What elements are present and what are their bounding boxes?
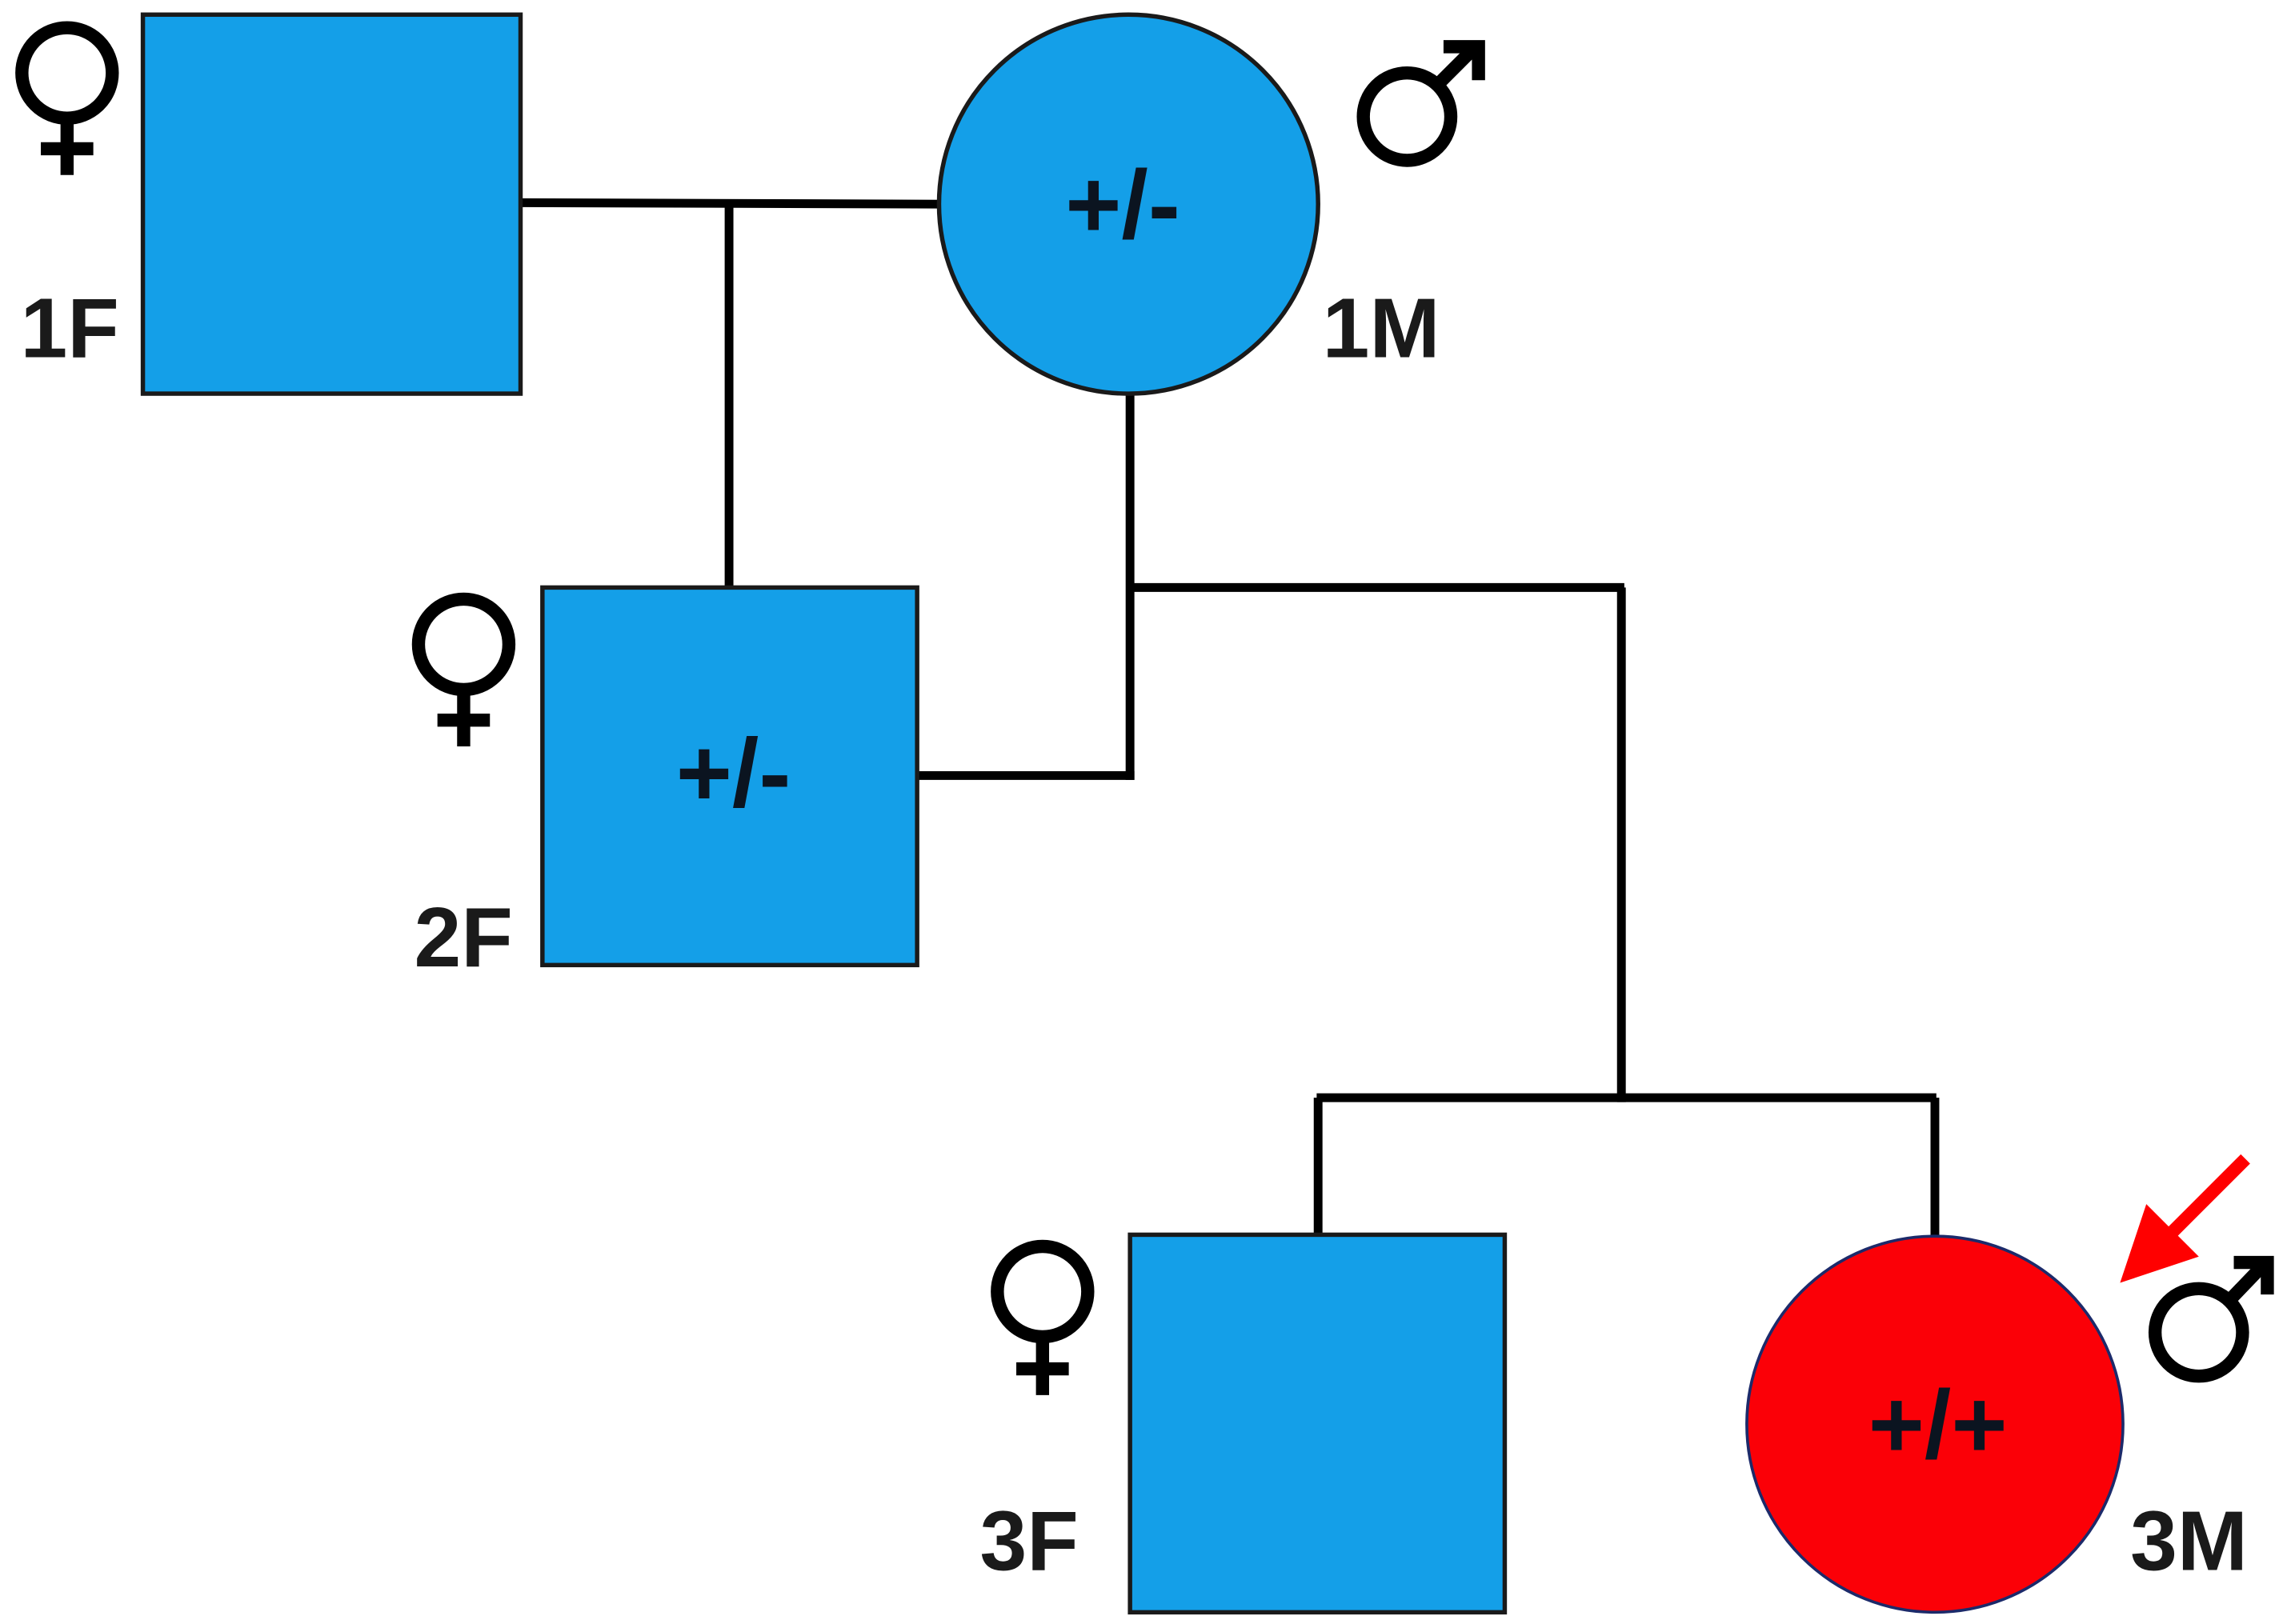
individual-3m: +/+ 3M [1745, 1154, 2274, 1614]
female-icon [411, 592, 516, 747]
square-3f [1127, 1232, 1508, 1615]
label-1f: 1F [21, 281, 119, 375]
individual-2f: +/- 2F [411, 585, 919, 985]
square-2f [540, 585, 919, 968]
female-icon [15, 21, 119, 175]
genotype-1m: +/- [1065, 151, 1180, 258]
male-icon [1356, 40, 1485, 167]
individual-1m: +/- 1M [936, 12, 1485, 396]
proband-arrow-icon [2120, 1154, 2250, 1283]
circle-1m [936, 12, 1320, 396]
male-icon [2148, 1255, 2274, 1383]
female-icon [991, 1239, 1095, 1395]
genotype-2f: +/- [676, 720, 791, 827]
label-3f: 3F [979, 1494, 1078, 1589]
square-1f [140, 12, 523, 396]
pedigree-lines [520, 198, 1940, 1238]
genotype-3m: +/+ [1868, 1371, 2008, 1478]
label-2f: 2F [414, 890, 512, 985]
individual-1f: 1F [15, 12, 523, 396]
label-3m: 3M [2130, 1494, 2248, 1589]
individual-3f: 3F [979, 1232, 1508, 1615]
label-1m: 1M [1323, 281, 1440, 375]
circle-3m [1745, 1234, 2125, 1614]
